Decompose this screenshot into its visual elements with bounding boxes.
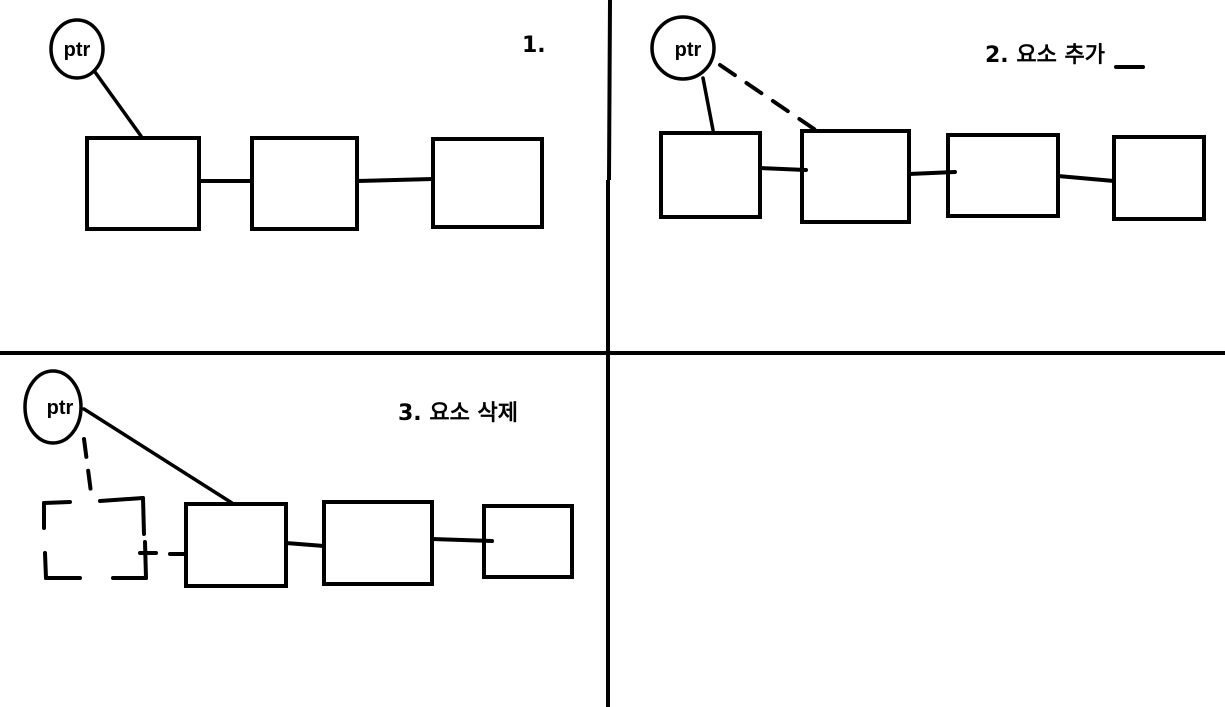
pointer-label: ptr [675,39,702,61]
list-node [250,136,359,231]
deleted-node-edge [98,496,145,503]
panel-1-title: 1. [522,33,546,58]
list-node [1112,135,1206,221]
panel-2-title: 2. 요소 추가 [985,43,1105,68]
node-link [1056,174,1116,183]
panel-3: 3. 요소 삭제 ptr [23,369,574,588]
list-node [659,131,762,219]
node-link [907,170,957,176]
pointer-circle-icon [23,369,83,445]
pointer-label: ptr [47,397,74,419]
pointer-link [82,407,234,505]
vertical-divider-top [607,0,612,181]
pointer-circle-icon [49,18,105,80]
panel-2: 2. 요소 추가 ptr [650,15,1206,224]
pointer-link [93,70,143,138]
list-node [322,500,434,586]
panel-1: 1. ptr [49,18,546,231]
list-node [85,136,201,231]
panel-3-title: 3. 요소 삭제 [398,401,518,426]
old-pointer-link-dashed [82,437,94,502]
node-link [284,541,326,548]
list-node-added [800,129,911,224]
node-link [355,177,435,183]
pointer-node: ptr [650,15,716,81]
deleted-node-edge [141,496,146,536]
node-link [430,537,494,543]
pointer-circle-icon [650,15,716,81]
pointer-link [701,76,715,132]
deleted-node-edge [43,551,48,580]
pointer-node: ptr [23,369,83,445]
pointer-node: ptr [49,18,105,80]
node-link [758,166,808,172]
pointer-label: ptr [64,39,91,61]
new-pointer-link-dashed [718,63,822,135]
list-node [184,502,288,588]
list-node [946,133,1060,218]
deleted-node [42,496,188,580]
deleted-node-edge [143,540,148,580]
deleted-node-edge [42,500,72,505]
list-node [431,137,544,229]
list-node [482,504,574,579]
